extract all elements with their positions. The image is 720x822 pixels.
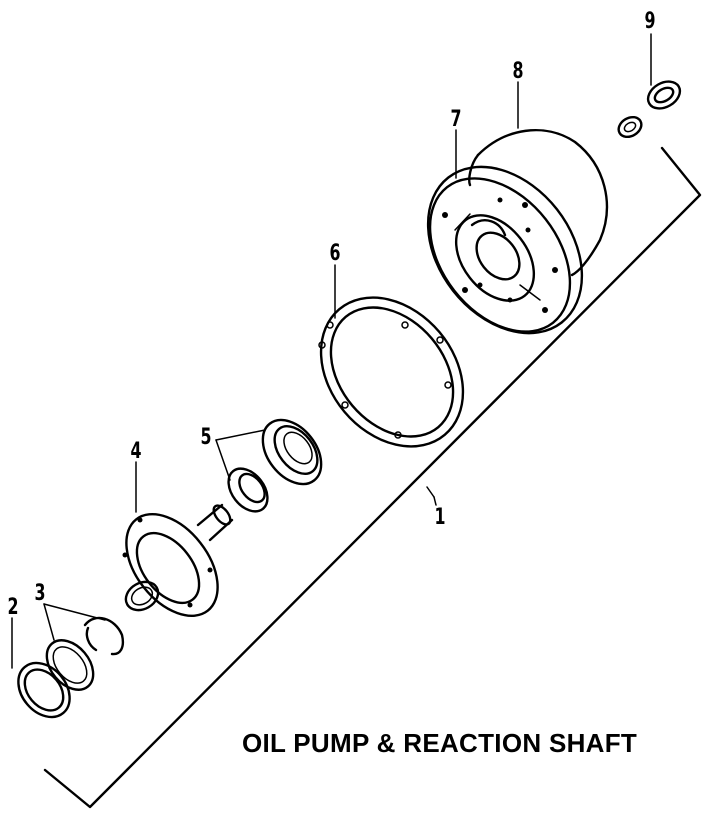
part-5-bearing-small: [227, 467, 269, 513]
part-2-seal-ring: [17, 661, 71, 719]
part-8-housing: [468, 129, 608, 277]
callout-9: 9: [644, 7, 655, 33]
diagram-title: OIL PUMP & REACTION SHAFT: [242, 728, 637, 758]
callout-4: 4: [130, 437, 141, 463]
callout-8: 8: [512, 57, 523, 83]
callout-6: 6: [329, 239, 340, 265]
leader-lines: [11, 33, 652, 669]
part-6-gasket: [318, 296, 465, 448]
part-7-pump-body: [426, 165, 584, 335]
callout-3: 3: [34, 579, 45, 605]
callout-labels: 9 8 7 6 5 4 3 2 1: [7, 7, 655, 619]
part-4-reaction-shaft: [122, 503, 234, 617]
assembly-bracket: [43, 146, 702, 809]
callout-1: 1: [434, 503, 445, 529]
callout-2: 2: [7, 593, 18, 619]
callout-5: 5: [200, 423, 211, 449]
part-5-bearing-large: [261, 418, 323, 486]
callout-7: 7: [450, 105, 461, 131]
part-9-seal: [617, 80, 682, 139]
part-3-snap-rings: [45, 616, 125, 691]
